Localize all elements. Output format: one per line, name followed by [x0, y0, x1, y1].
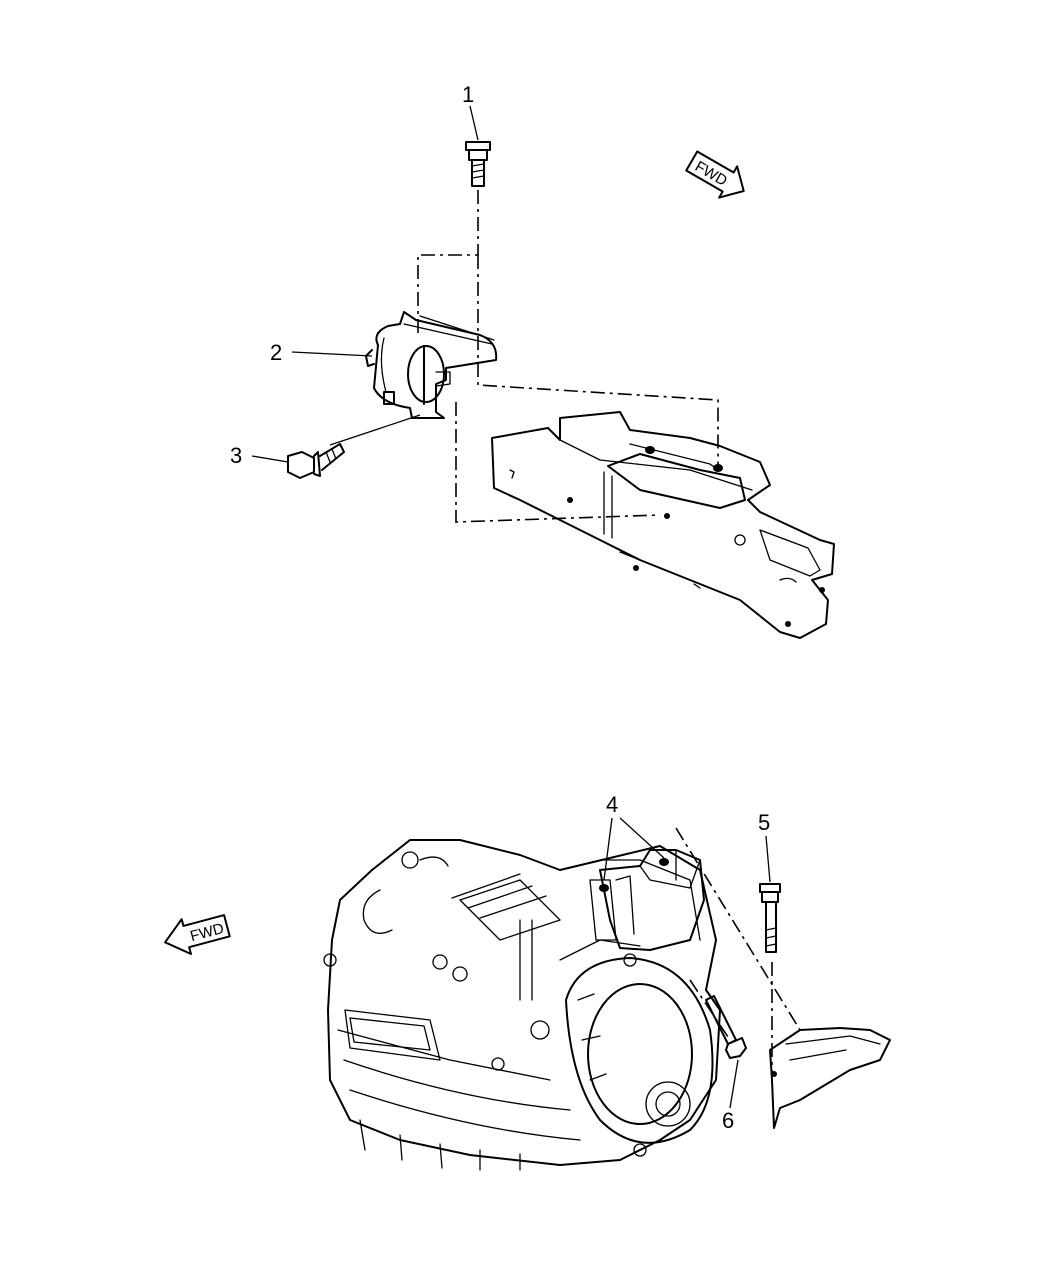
transmission: [323, 839, 721, 1171]
part-5-bolt: [759, 883, 781, 953]
callout-1: 1: [462, 82, 474, 107]
callout-3: 3: [230, 443, 242, 468]
bell-housing: [565, 957, 714, 1144]
fwd-arrow-bottom: FWD: [164, 914, 231, 955]
callout-6: 6: [722, 1108, 734, 1133]
frame-rail: [491, 411, 835, 639]
frame-bottom: [769, 1027, 891, 1129]
assembly-lines-top: [329, 190, 719, 523]
callout-5: 5: [758, 810, 770, 835]
fwd-arrow-top: FWD: [685, 150, 745, 199]
part-3-bolt: [287, 443, 345, 479]
part-4-bracket: [599, 849, 705, 951]
callouts: 1 2 3 4 5 6: [230, 82, 771, 1133]
part-6-bolt: [705, 995, 747, 1059]
part-1-bolt: [465, 141, 491, 187]
callout-2: 2: [270, 340, 282, 365]
assembly-lines-bottom: [675, 827, 801, 1074]
callout-4: 4: [606, 792, 618, 817]
part-2-mount: [365, 311, 498, 419]
